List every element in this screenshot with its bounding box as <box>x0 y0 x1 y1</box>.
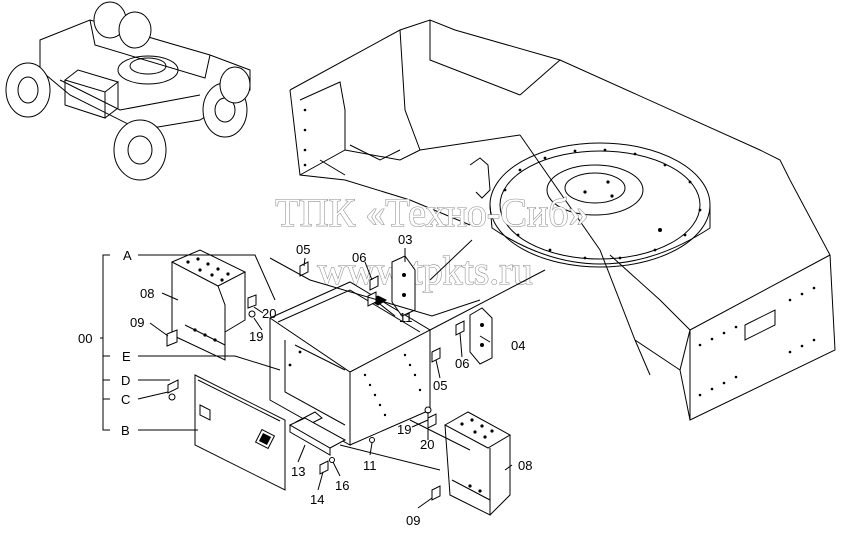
chassis-frame <box>289 19 836 421</box>
label-13: 13 <box>291 464 305 479</box>
label-04: 04 <box>511 338 525 353</box>
fasteners <box>166 261 465 501</box>
label-06-right: 06 <box>455 356 469 371</box>
label-09-bottom: 09 <box>406 513 420 528</box>
label-19-right: 19 <box>397 422 411 437</box>
step-lower <box>443 411 512 516</box>
label-16: 16 <box>335 478 349 493</box>
bracket-04 <box>469 307 493 365</box>
label-11-bottom: 11 <box>363 458 377 473</box>
label-group-00: 00 <box>78 331 92 346</box>
label-A: A <box>123 248 132 263</box>
label-20-left: 20 <box>262 306 276 321</box>
rail-13 <box>288 417 347 456</box>
label-08-left: 08 <box>140 286 154 301</box>
part-labels: A E D C B 00 03 04 05 05 06 06 08 08 09 … <box>78 232 532 528</box>
turntable-ring <box>489 142 711 268</box>
label-06-top: 06 <box>352 250 366 265</box>
label-03: 03 <box>398 232 412 247</box>
label-14: 14 <box>310 492 324 507</box>
watermark-company: ТПК «Техно-Сиб» <box>275 190 588 235</box>
bracket-03 <box>391 255 416 317</box>
label-19-left: 19 <box>249 329 263 344</box>
group-bracket <box>100 254 110 431</box>
leader-lines <box>137 239 546 509</box>
label-05-right: 05 <box>433 378 447 393</box>
label-08-right: 08 <box>518 458 532 473</box>
label-05-top: 05 <box>296 242 310 257</box>
vehicle-overview-inset <box>5 1 251 181</box>
step-upper <box>170 249 247 361</box>
label-20-right: 20 <box>420 437 434 452</box>
label-E: E <box>122 349 131 364</box>
toolbox-door <box>194 374 286 491</box>
label-C: C <box>121 392 130 407</box>
label-B: B <box>121 423 130 438</box>
watermark-url: www.tpkts.ru <box>317 248 532 293</box>
label-D: D <box>121 373 130 388</box>
label-11-top: 11 <box>399 310 413 325</box>
label-09-left: 09 <box>130 315 144 330</box>
